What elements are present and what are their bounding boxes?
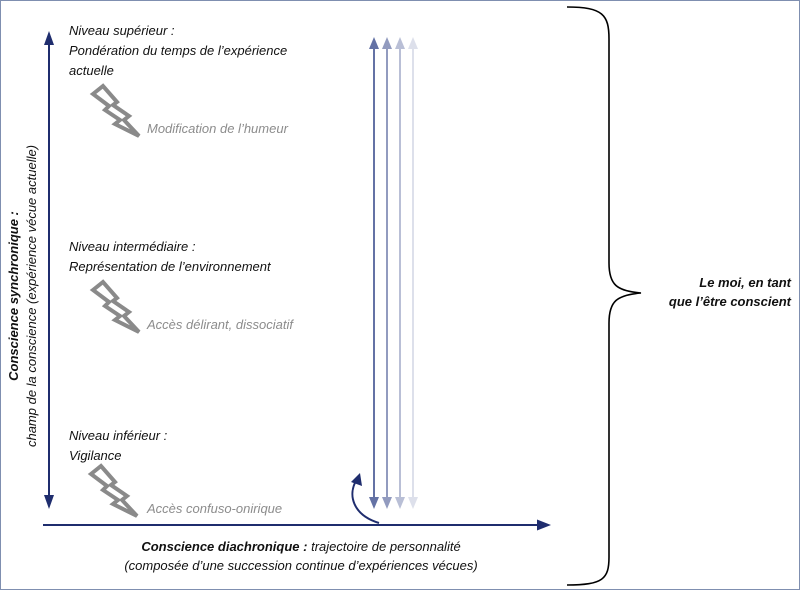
diachronic-axis-arrow bbox=[43, 519, 551, 531]
vertical-arrow-3 bbox=[395, 37, 405, 509]
synchronic-title: Conscience synchronique : bbox=[6, 211, 21, 381]
diachronic-label: Conscience diachronique : trajectoire de… bbox=[71, 537, 531, 575]
synchronic-axis-arrow bbox=[44, 31, 54, 509]
level-description: Vigilance bbox=[69, 448, 122, 463]
self-line-1: Le moi, en tant bbox=[699, 275, 791, 290]
lightning-icon bbox=[87, 463, 139, 518]
diachronic-text: trajectoire de personnalité bbox=[307, 539, 461, 554]
self-label: Le moi, en tant que l’être conscient bbox=[641, 273, 791, 311]
curved-arrow bbox=[351, 473, 380, 524]
level-description: Représentation de l’environnement bbox=[69, 259, 271, 274]
vertical-arrow-1 bbox=[369, 37, 379, 509]
vertical-arrow-4 bbox=[408, 37, 418, 509]
diachronic-title: Conscience diachronique : bbox=[141, 539, 308, 554]
level-inferior: Niveau inférieur : Vigilance bbox=[69, 426, 167, 466]
level-superior: Niveau supérieur : Pondération du temps … bbox=[69, 21, 287, 81]
disturbance-label: Accès délirant, dissociatif bbox=[147, 317, 293, 332]
level-heading: Niveau supérieur : bbox=[69, 23, 175, 38]
level-heading: Niveau inférieur : bbox=[69, 428, 168, 443]
disturbance-label: Accès confuso-onirique bbox=[147, 501, 283, 516]
level-intermediate: Niveau intermédiaire : Représentation de… bbox=[69, 237, 271, 277]
lightning-icon bbox=[89, 279, 141, 334]
lightning-icon bbox=[89, 83, 141, 138]
diachronic-subtext: (composée d’une succession continue d’ex… bbox=[124, 558, 478, 573]
vertical-arrow-2 bbox=[382, 37, 392, 509]
level-description: Pondération du temps de l’expérience bbox=[69, 43, 288, 58]
synchronic-subtitle: champ de la conscience (expérience vécue… bbox=[24, 144, 39, 448]
self-line-2: que l’être conscient bbox=[668, 294, 791, 309]
disturbance-label: Modification de l’humeur bbox=[147, 121, 288, 136]
right-brace bbox=[566, 6, 642, 586]
level-heading: Niveau intermédiaire : bbox=[69, 239, 196, 254]
level-description: actuelle bbox=[69, 63, 114, 78]
